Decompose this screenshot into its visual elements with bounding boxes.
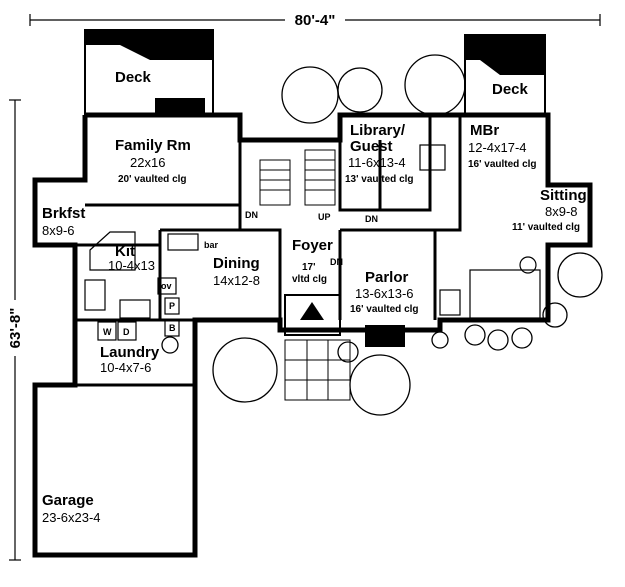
parlor-size: 13-6x13-6	[355, 286, 414, 301]
foyer-ceiling: 17'	[302, 262, 316, 273]
parlor-ceiling: 16' vaulted clg	[350, 304, 419, 315]
deck-right	[464, 34, 546, 116]
parlor-name: Parlor	[365, 269, 409, 286]
stair-up-label: UP	[318, 212, 331, 222]
sitting-size: 8x9-8	[545, 204, 578, 219]
kitchen-name: Kit	[115, 243, 135, 260]
staircase	[259, 149, 336, 206]
breakfast-size: 8x9-6	[42, 223, 75, 238]
exterior-walls	[32, 112, 593, 558]
garage-size: 23-6x23-4	[42, 510, 101, 525]
dining-name: Dining	[213, 255, 260, 272]
library-size: 11-6x13-4	[348, 155, 406, 170]
interior-walls	[75, 115, 462, 387]
laundry-size: 10-4x7-6	[100, 360, 151, 375]
washer-label: W	[103, 327, 112, 337]
master-bedroom-size: 12-4x17-4	[468, 140, 527, 155]
deck-left-label: Deck	[115, 69, 152, 86]
breakfast-name: Brkfst	[42, 205, 85, 222]
depth-dimension: 63'-8"	[7, 308, 24, 349]
parlor-fireplace	[365, 325, 405, 347]
stair-down-label: DN	[245, 210, 258, 220]
kitchen-size: 10-4x13	[108, 258, 155, 273]
library-name: Library/	[350, 122, 406, 139]
family-room-size: 22x16	[130, 155, 165, 170]
family-room-ceiling: 20' vaulted clg	[118, 174, 187, 185]
library-ceiling: 13' vaulted clg	[345, 174, 414, 185]
family-room-name: Family Rm	[115, 137, 191, 154]
foyer-name: Foyer	[292, 237, 333, 254]
b-label: B	[169, 323, 176, 333]
oven-label: ov	[161, 281, 172, 291]
laundry-name: Laundry	[100, 344, 160, 361]
deck-right-label: Deck	[492, 81, 529, 98]
laundry-fixtures	[97, 321, 137, 341]
dryer-label: D	[123, 327, 130, 337]
library-name-2: Guest	[350, 138, 393, 155]
sitting-ceiling: 11' vaulted clg	[512, 222, 580, 233]
master-bedroom-name: MBr	[470, 122, 499, 139]
foyer-entry-marker	[300, 302, 324, 320]
kitchen-fixtures	[84, 231, 199, 337]
master-bath-fixtures	[419, 144, 541, 319]
pantry-label: P	[169, 301, 175, 311]
library-down-label: DN	[365, 214, 378, 224]
master-bedroom-ceiling: 16' vaulted clg	[468, 159, 537, 170]
bar-label: bar	[204, 240, 219, 250]
width-dimension: 80'-4"	[295, 12, 336, 29]
garage-name: Garage	[42, 492, 94, 509]
dining-size: 14x12-8	[213, 273, 260, 288]
sitting-name: Sitting	[540, 187, 587, 204]
foyer-down-label: DN	[330, 257, 343, 267]
entry-porch	[284, 294, 341, 336]
foyer-ceiling-2: vltd clg	[292, 274, 327, 285]
front-walk	[284, 339, 351, 401]
